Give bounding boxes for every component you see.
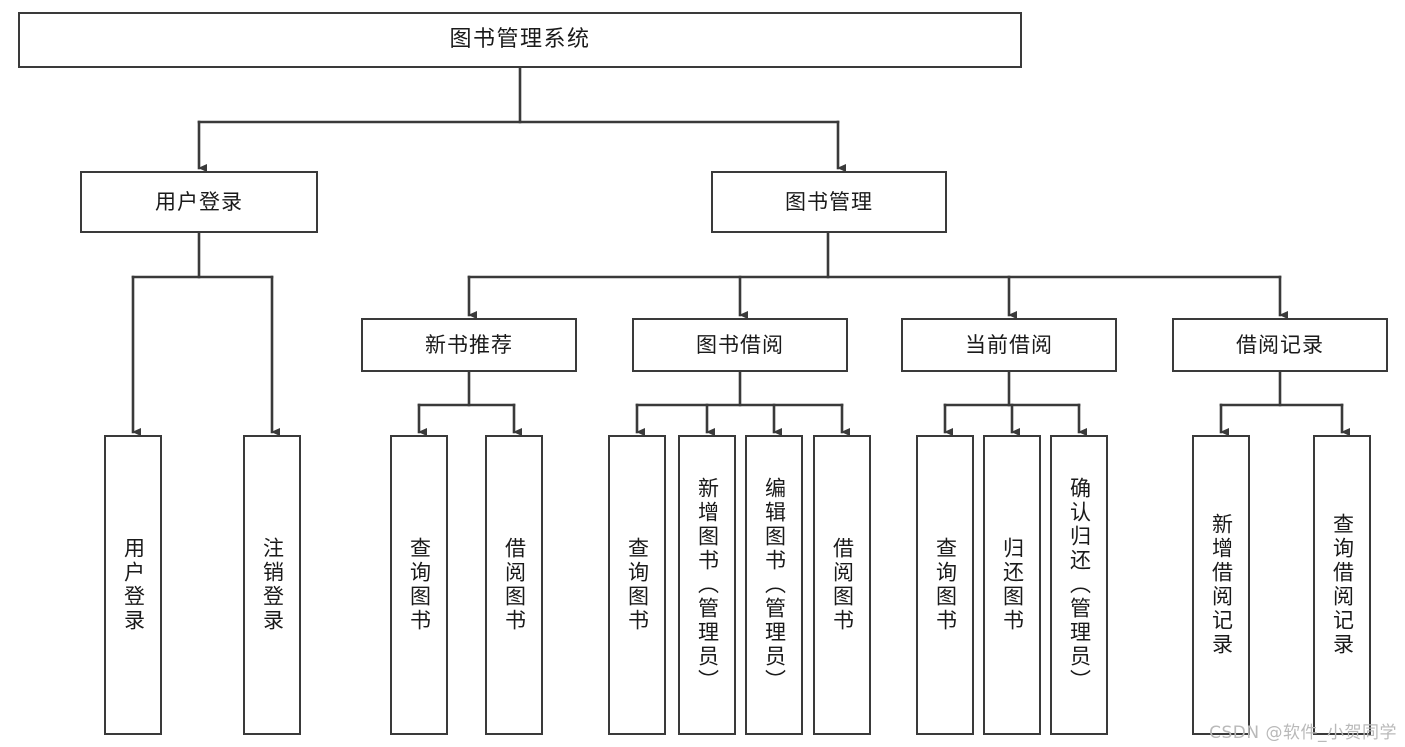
leaf-edit-book-admin[interactable]: 编辑图书（管理员） xyxy=(745,435,803,735)
node-label: 归还图书 xyxy=(1000,537,1025,633)
node-label: 查询图书 xyxy=(407,537,432,633)
node-label: 当前借阅 xyxy=(965,332,1053,357)
node-label: 新书推荐 xyxy=(425,332,513,357)
node-user-login[interactable]: 用户登录 xyxy=(80,171,318,233)
leaf-query-book-borrow[interactable]: 查询图书 xyxy=(608,435,666,735)
node-label: 用户登录 xyxy=(121,537,146,633)
leaf-logout[interactable]: 注销登录 xyxy=(243,435,301,735)
node-new-book-recommend[interactable]: 新书推荐 xyxy=(361,318,577,372)
node-label: 借阅记录 xyxy=(1236,332,1324,357)
node-label: 图书管理系统 xyxy=(449,27,591,53)
node-label: 用户登录 xyxy=(155,189,243,214)
node-label: 编辑图书（管理员） xyxy=(762,477,787,693)
leaf-add-book-admin[interactable]: 新增图书（管理员） xyxy=(678,435,736,735)
node-label: 借阅图书 xyxy=(830,537,855,633)
leaf-borrow-book[interactable]: 借阅图书 xyxy=(813,435,871,735)
node-label: 注销登录 xyxy=(260,537,285,633)
leaf-query-book-recommend[interactable]: 查询图书 xyxy=(390,435,448,735)
leaf-return-book[interactable]: 归还图书 xyxy=(983,435,1041,735)
node-label: 查询借阅记录 xyxy=(1330,513,1355,657)
leaf-confirm-return-admin[interactable]: 确认归还（管理员） xyxy=(1050,435,1108,735)
node-label: 确认归还（管理员） xyxy=(1067,477,1092,693)
node-borrow-record[interactable]: 借阅记录 xyxy=(1172,318,1388,372)
leaf-borrow-book-recommend[interactable]: 借阅图书 xyxy=(485,435,543,735)
leaf-query-book-current[interactable]: 查询图书 xyxy=(916,435,974,735)
node-label: 借阅图书 xyxy=(502,537,527,633)
node-label: 查询图书 xyxy=(625,537,650,633)
node-label: 新增图书（管理员） xyxy=(695,477,720,693)
leaf-add-borrow-record[interactable]: 新增借阅记录 xyxy=(1192,435,1250,735)
leaf-query-borrow-record[interactable]: 查询借阅记录 xyxy=(1313,435,1371,735)
node-book-management[interactable]: 图书管理 xyxy=(711,171,947,233)
node-label: 新增借阅记录 xyxy=(1209,513,1234,657)
node-label: 图书管理 xyxy=(785,189,873,214)
node-root-book-management-system[interactable]: 图书管理系统 xyxy=(18,12,1022,68)
node-current-borrow[interactable]: 当前借阅 xyxy=(901,318,1117,372)
watermark: CSDN @软件_小贺同学 xyxy=(1209,723,1397,743)
node-label: 查询图书 xyxy=(933,537,958,633)
node-book-borrow[interactable]: 图书借阅 xyxy=(632,318,848,372)
leaf-user-login[interactable]: 用户登录 xyxy=(104,435,162,735)
node-label: 图书借阅 xyxy=(696,332,784,357)
